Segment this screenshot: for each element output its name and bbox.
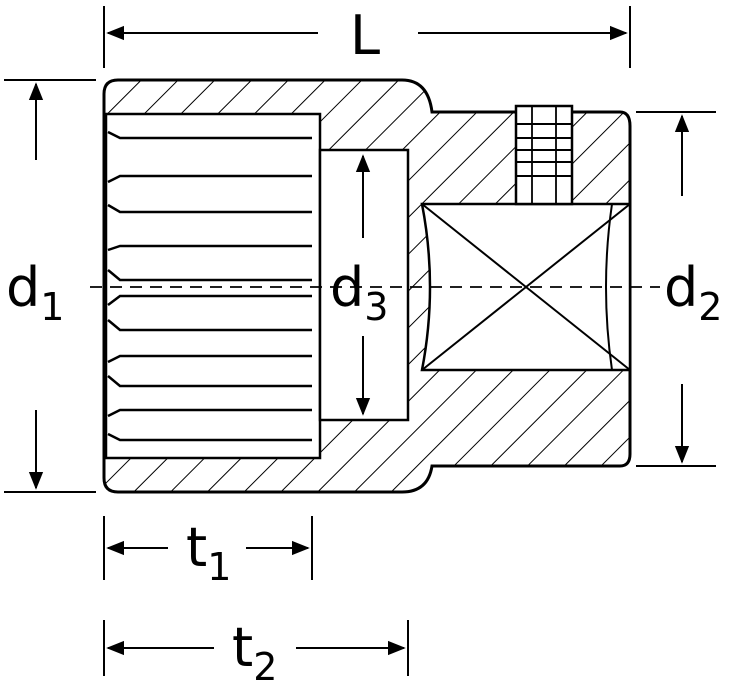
dimension-t2	[103, 620, 409, 676]
dimension-t1	[103, 516, 313, 580]
dimension-l	[103, 6, 631, 68]
ball-pin	[514, 104, 574, 206]
label-l: L	[350, 4, 380, 67]
socket-body	[90, 78, 660, 494]
label-d2: d2	[664, 256, 722, 329]
label-t2: t2	[232, 616, 277, 689]
label-d3: d3	[330, 256, 388, 329]
dimension-d2	[636, 111, 716, 467]
label-d1: d1	[6, 256, 64, 329]
dimension-d1	[4, 79, 96, 493]
label-t1: t1	[186, 516, 231, 589]
twelve-point-profile	[107, 130, 312, 442]
bore-cavity	[104, 112, 322, 460]
